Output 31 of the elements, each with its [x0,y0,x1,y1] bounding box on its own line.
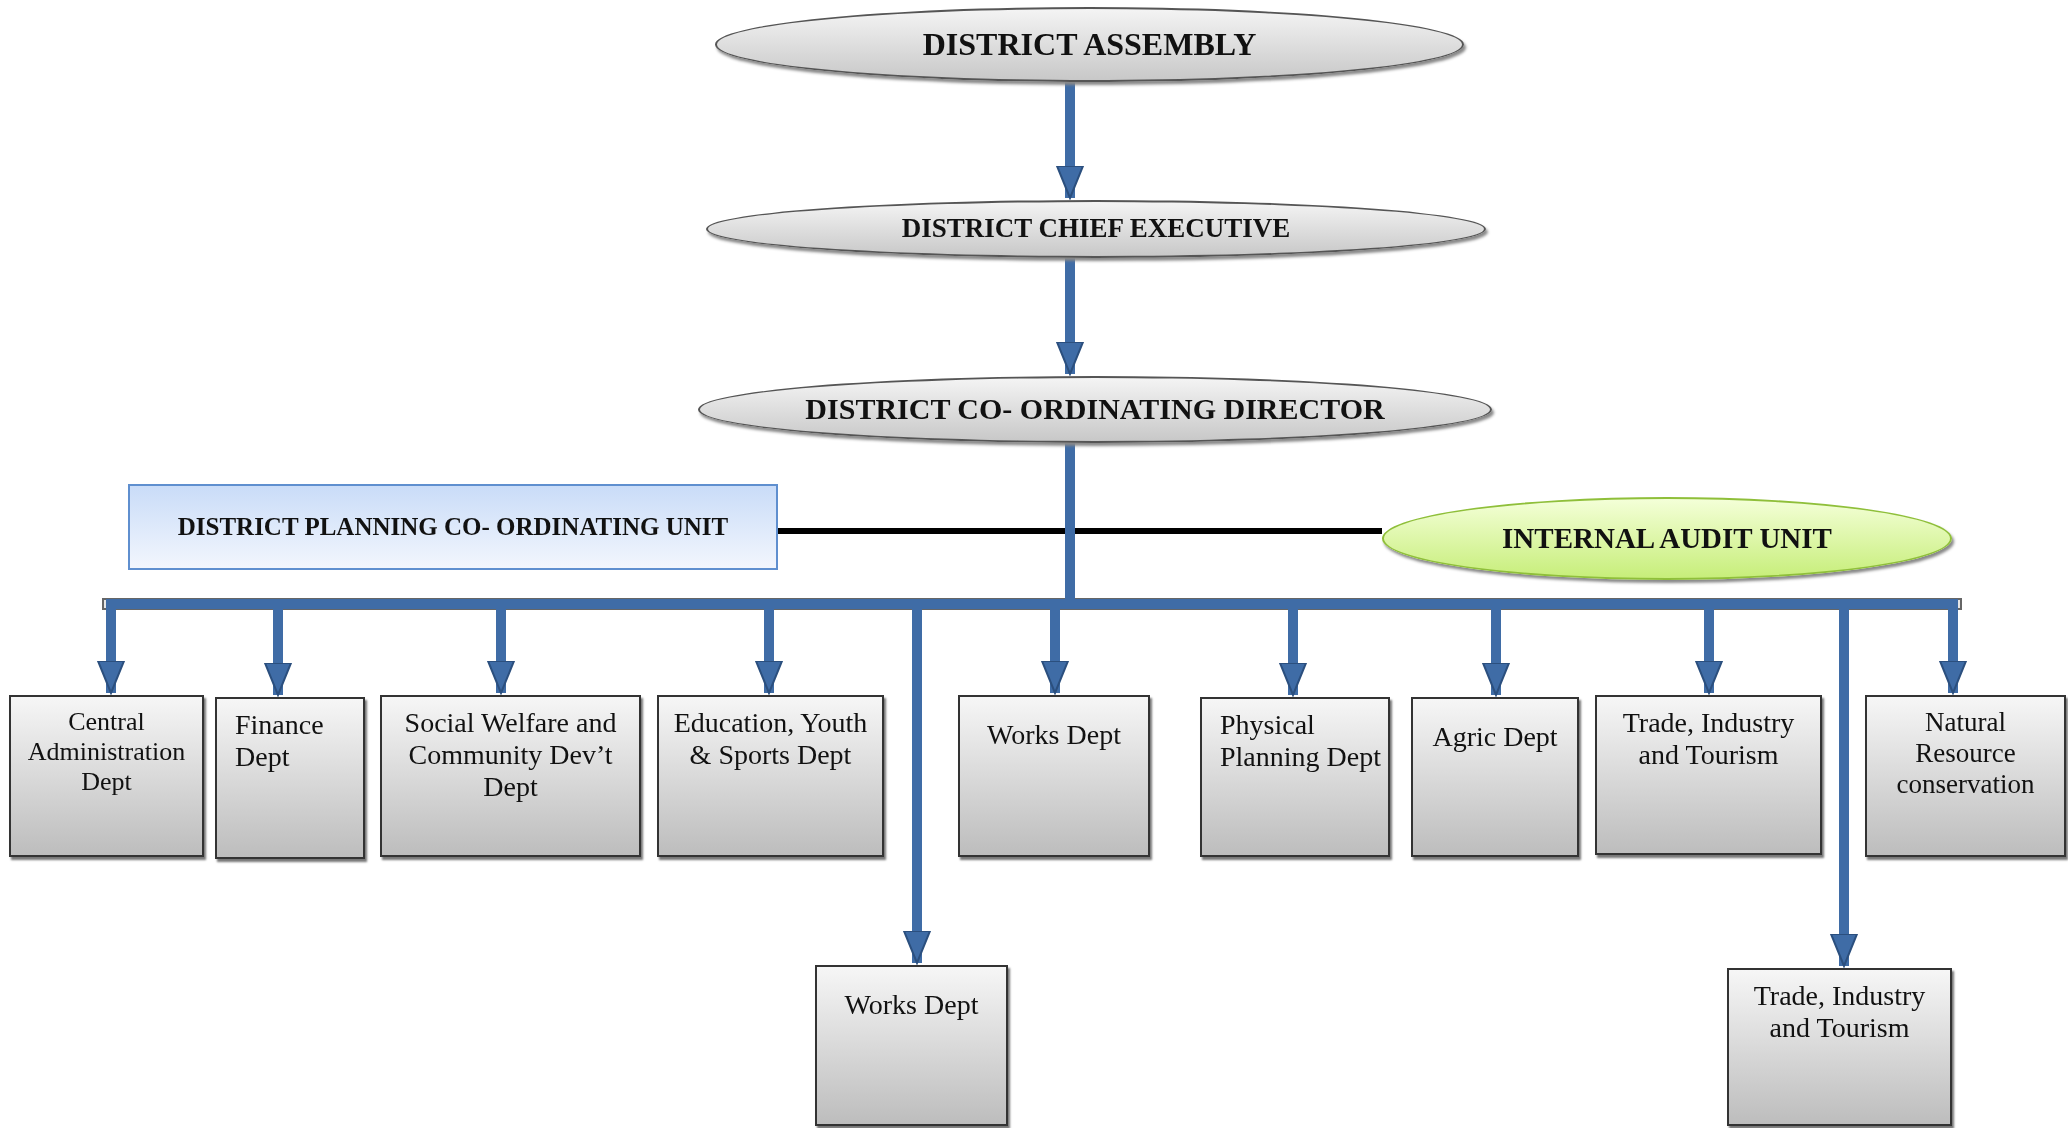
department-box [657,695,884,857]
unit-box [128,484,778,570]
arrow [1056,258,1084,375]
department-box [815,965,1008,1126]
department-box [958,695,1150,857]
department-box [1865,695,2066,857]
department-box [215,697,365,859]
node-label: DISTRICT PLANNING CO- ORDINATING UNIT [176,512,730,542]
node-label: Physical Planning Dept [1219,709,1382,774]
department-box [1200,697,1390,857]
node-label: DISTRICT ASSEMBLY [921,26,1258,63]
node-label: DISTRICT CHIEF EXECUTIVE [900,213,1292,245]
node-label: Trade, Industry and Tourism [1752,980,1927,1045]
node-label: Education, Youth & Sports Dept [672,707,869,772]
node-label: Finance Dept [234,709,325,774]
department-box [1595,695,1822,855]
arrow [1056,82,1084,199]
node-label: Social Welfare and Community Dev’t Dept [403,707,618,804]
department-box [1411,697,1579,857]
node-label: Works Dept [843,989,980,1022]
node-label: DISTRICT CO- ORDINATING DIRECTOR [804,392,1386,427]
department-box [9,695,204,857]
node-label: Trade, Industry and Tourism [1621,707,1796,772]
node-label: INTERNAL AUDIT UNIT [1501,521,1833,556]
node-label: Natural Resource conservation [1895,707,2036,801]
department-box [380,695,641,857]
node-label: Central Administration Dept [26,707,187,797]
node-label: Works Dept [986,719,1122,752]
connector-line [778,528,1382,534]
department-box [1727,968,1952,1126]
node-label: Agric Dept [1431,721,1559,754]
